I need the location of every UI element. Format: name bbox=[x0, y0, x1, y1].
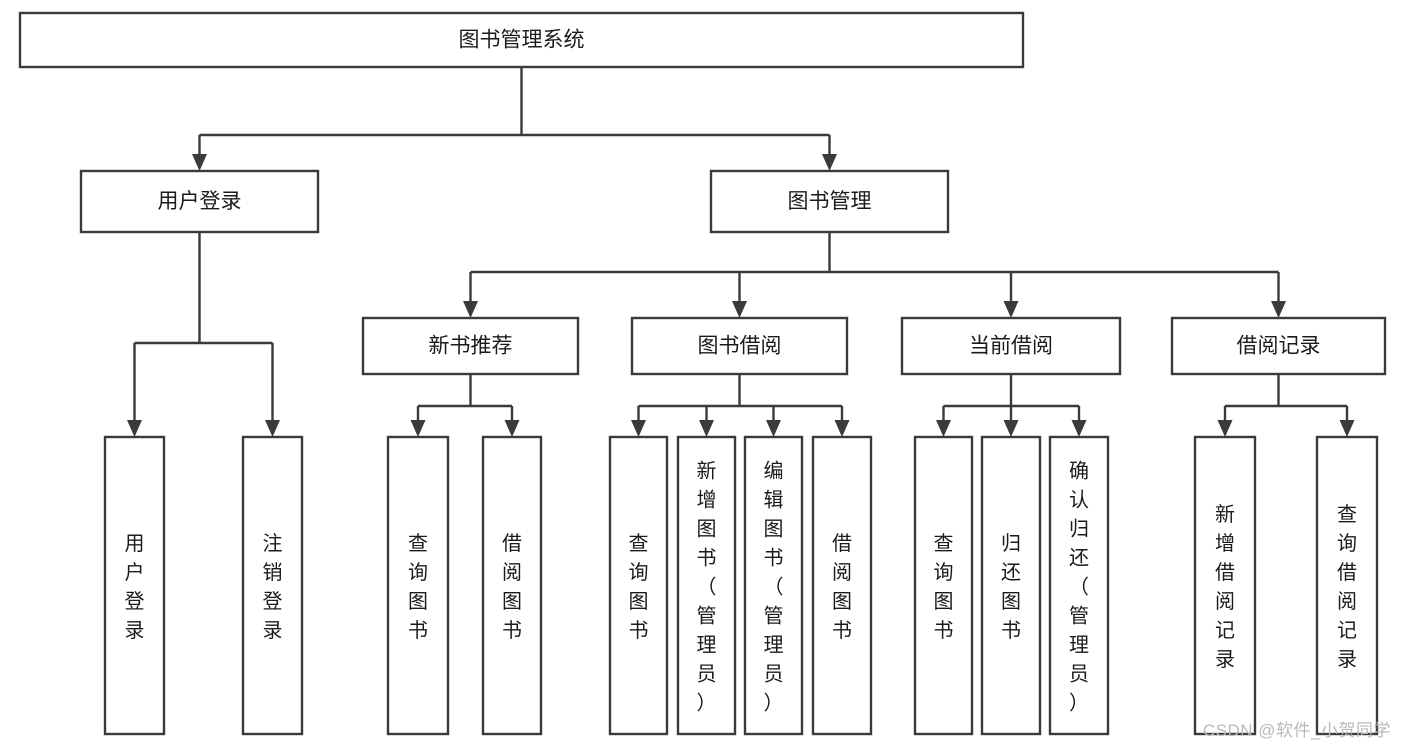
node-box bbox=[1193, 435, 1257, 736]
node-leaf-user-logout[interactable]: 注销登录 bbox=[241, 435, 304, 736]
node-label: 当前借阅 bbox=[969, 335, 1053, 358]
node-label: 图书管理系统 bbox=[459, 29, 585, 52]
node-leaf-borrow-query[interactable]: 查询图书 bbox=[608, 435, 669, 736]
node-leaf-borrow-add[interactable]: 新增图书（管理员） bbox=[676, 435, 737, 736]
arrow-head-icon bbox=[127, 420, 142, 437]
arrow-head-icon bbox=[1339, 420, 1355, 437]
nodes-layer: 图书管理系统用户登录图书管理新书推荐图书借阅当前借阅借阅记录用户登录注销登录查询… bbox=[18, 11, 1387, 736]
arrow-head-icon bbox=[192, 154, 207, 171]
node-box bbox=[676, 435, 737, 736]
node-box bbox=[913, 435, 974, 736]
arrow-head-icon bbox=[1003, 301, 1019, 318]
node-label: 查询图书 bbox=[934, 532, 954, 642]
node-leaf-new-query[interactable]: 查询图书 bbox=[386, 435, 450, 736]
node-label: 图书管理 bbox=[788, 190, 872, 213]
node-box bbox=[1048, 435, 1110, 736]
node-label: 归还图书 bbox=[1001, 532, 1021, 642]
node-label: 借阅图书 bbox=[832, 532, 852, 642]
node-box bbox=[900, 316, 1122, 376]
node-label: 新增借阅记录 bbox=[1215, 503, 1235, 671]
node-box bbox=[18, 11, 1025, 69]
node-label: 新增图书（管理员） bbox=[697, 460, 717, 715]
arrow-head-icon bbox=[1003, 420, 1019, 437]
node-leaf-borrow-lend[interactable]: 借阅图书 bbox=[811, 435, 873, 736]
node-box bbox=[811, 435, 873, 736]
node-label: 注销登录 bbox=[263, 532, 283, 642]
node-leaf-cur-return[interactable]: 归还图书 bbox=[980, 435, 1042, 736]
node-box bbox=[481, 435, 543, 736]
node-leaf-rec-query[interactable]: 查询借阅记录 bbox=[1315, 435, 1379, 736]
node-label: 借阅记录 bbox=[1237, 335, 1321, 358]
node-box bbox=[608, 435, 669, 736]
node-bookmgmt[interactable]: 图书管理 bbox=[709, 169, 950, 234]
node-records[interactable]: 借阅记录 bbox=[1170, 316, 1387, 376]
node-leaf-rec-add[interactable]: 新增借阅记录 bbox=[1193, 435, 1257, 736]
node-leaf-new-borrow[interactable]: 借阅图书 bbox=[481, 435, 543, 736]
node-box bbox=[980, 435, 1042, 736]
arrow-head-icon bbox=[410, 420, 426, 437]
node-label: 编辑图书（管理员） bbox=[764, 460, 784, 715]
node-box bbox=[386, 435, 450, 736]
arrow-head-icon bbox=[732, 301, 747, 318]
node-box bbox=[743, 435, 804, 736]
node-label: 查询借阅记录 bbox=[1337, 503, 1357, 671]
node-box bbox=[630, 316, 849, 376]
node-box bbox=[79, 169, 320, 234]
node-label: 用户登录 bbox=[125, 533, 145, 642]
node-label: 借阅图书 bbox=[502, 532, 522, 642]
node-label: 查询图书 bbox=[629, 532, 649, 642]
node-box bbox=[241, 435, 304, 736]
node-box bbox=[1315, 435, 1379, 736]
node-box bbox=[361, 316, 580, 376]
arrow-head-icon bbox=[1271, 301, 1286, 318]
arrow-head-icon bbox=[834, 420, 850, 437]
node-login[interactable]: 用户登录 bbox=[79, 169, 320, 234]
node-current[interactable]: 当前借阅 bbox=[900, 316, 1122, 376]
node-leaf-cur-confirm[interactable]: 确认归还（管理员） bbox=[1048, 435, 1110, 736]
node-leaf-user-login[interactable]: 用户登录 bbox=[103, 435, 166, 736]
arrow-head-icon bbox=[463, 301, 478, 318]
node-leaf-cur-query[interactable]: 查询图书 bbox=[913, 435, 974, 736]
node-borrow[interactable]: 图书借阅 bbox=[630, 316, 849, 376]
arrow-head-icon bbox=[936, 420, 951, 437]
arrow-head-icon bbox=[265, 420, 280, 437]
edges-layer bbox=[127, 67, 1355, 437]
arrow-head-icon bbox=[1217, 420, 1233, 437]
arrow-head-icon bbox=[1071, 420, 1087, 437]
node-label: 确认归还（管理员） bbox=[1069, 460, 1089, 715]
arrow-head-icon bbox=[699, 420, 714, 437]
node-root[interactable]: 图书管理系统 bbox=[18, 11, 1025, 69]
node-leaf-borrow-edit[interactable]: 编辑图书（管理员） bbox=[743, 435, 804, 736]
node-box bbox=[709, 169, 950, 234]
node-box bbox=[1170, 316, 1387, 376]
arrow-head-icon bbox=[766, 420, 781, 437]
arrow-head-icon bbox=[504, 420, 520, 437]
node-label: 图书借阅 bbox=[698, 335, 782, 358]
node-box bbox=[103, 435, 166, 736]
node-label: 用户登录 bbox=[158, 190, 242, 213]
node-label: 查询图书 bbox=[408, 532, 428, 642]
node-newbook[interactable]: 新书推荐 bbox=[361, 316, 580, 376]
arrow-head-icon bbox=[631, 420, 646, 437]
arrow-head-icon bbox=[822, 154, 837, 171]
node-label: 新书推荐 bbox=[429, 335, 513, 358]
